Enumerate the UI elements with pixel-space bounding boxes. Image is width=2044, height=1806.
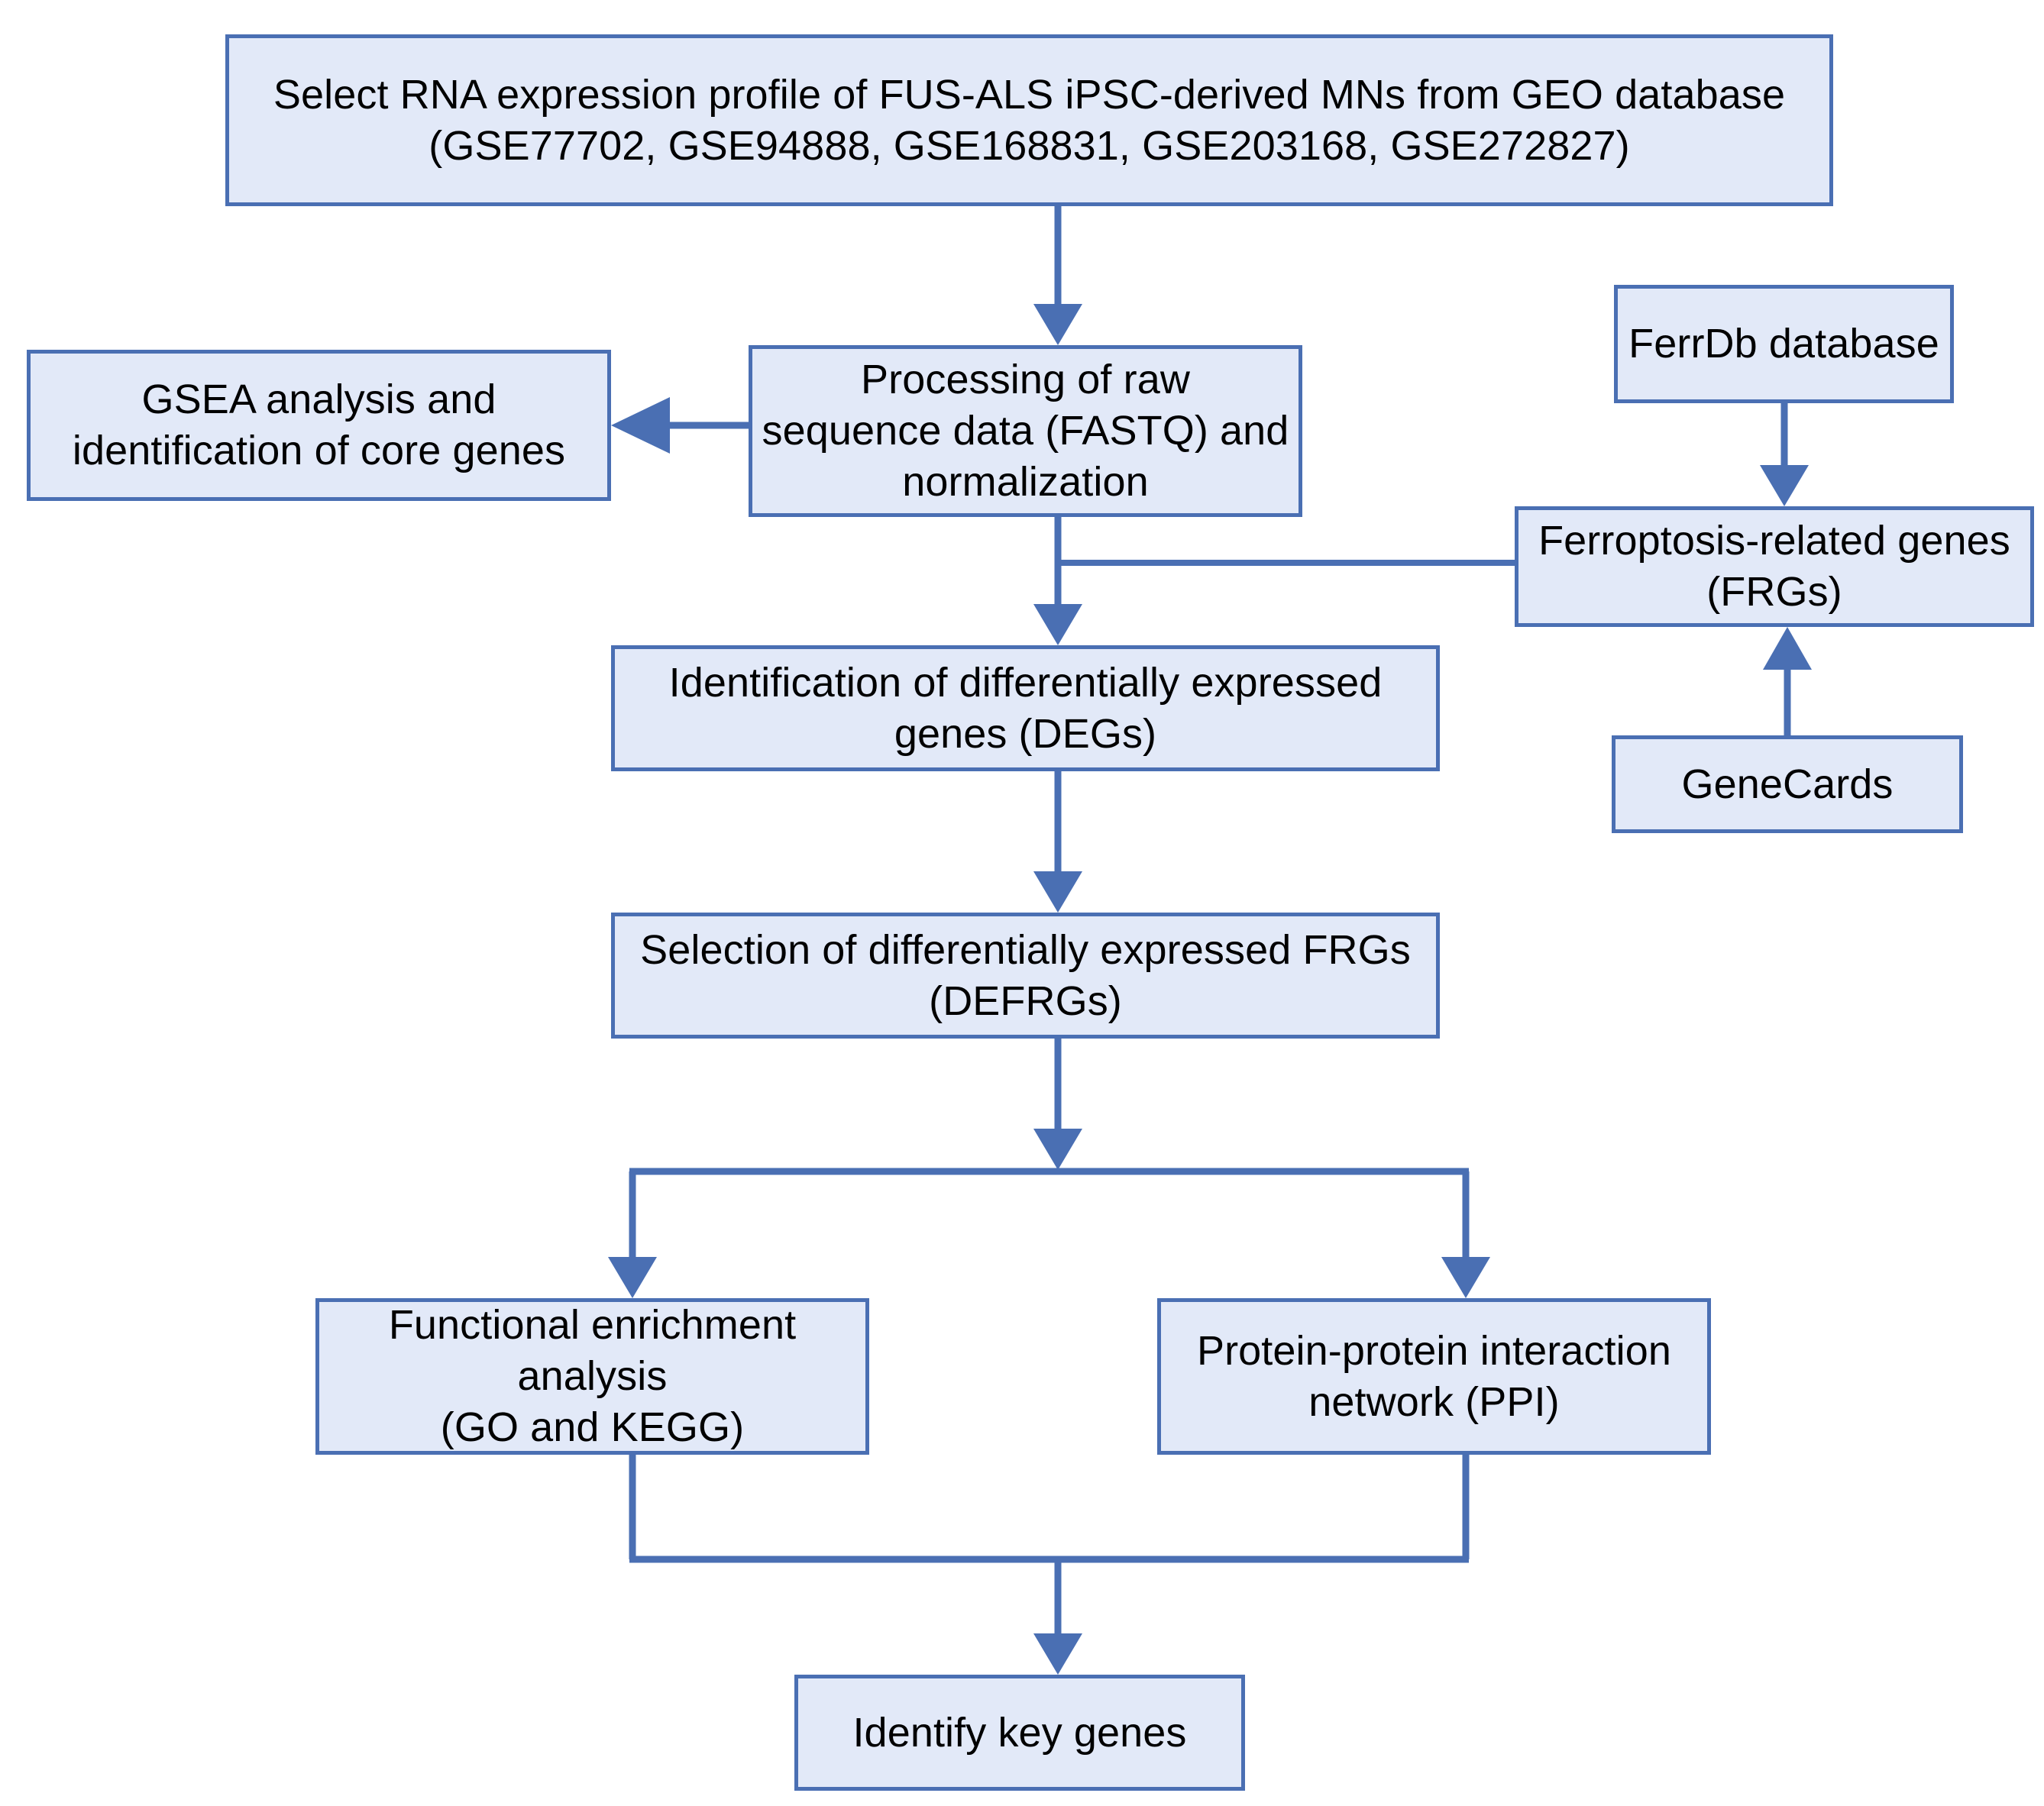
node-functional-enrichment[interactable]: Functional enrichment analysis (GO and K…: [315, 1298, 869, 1455]
node-degs[interactable]: Identification of differentially express…: [611, 645, 1440, 771]
node-raw-data-processing-label: Processing of raw sequence data (FASTQ) …: [762, 357, 1289, 505]
edge-ferrdb-to-frgs: [1760, 403, 1809, 506]
node-functional-enrichment-label: Functional enrichment analysis (GO and K…: [388, 1302, 797, 1450]
node-ppi-network[interactable]: Protein-protein interaction network (PPI…: [1157, 1298, 1711, 1455]
node-degs-label: Identification of differentially express…: [668, 659, 1383, 757]
node-defrgs[interactable]: Selection of differentially expressed FR…: [611, 913, 1440, 1039]
node-geo-selection[interactable]: Select RNA expression profile of FUS-ALS…: [225, 34, 1833, 206]
node-raw-data-processing[interactable]: Processing of raw sequence data (FASTQ) …: [749, 345, 1302, 517]
node-ferroptosis-related-genes[interactable]: Ferroptosis-related genes (FRGs): [1515, 506, 2034, 627]
edge-degs-to-defrgs: [1033, 771, 1082, 913]
node-ferrdb-database-label: FerrDb database: [1628, 321, 1939, 367]
node-ppi-network-label: Protein-protein interaction network (PPI…: [1196, 1327, 1672, 1425]
node-geo-selection-label: Select RNA expression profile of FUS-ALS…: [273, 71, 1786, 169]
node-ferrdb-database[interactable]: FerrDb database: [1614, 285, 1954, 403]
edge-geo-to-processing: [1033, 206, 1082, 345]
edge-genecards-to-frgs: [1763, 627, 1812, 735]
node-ferroptosis-related-genes-label: Ferroptosis-related genes (FRGs): [1538, 518, 2010, 615]
edge-processing-to-degs: [1033, 517, 1082, 645]
node-identify-key-genes[interactable]: Identify key genes: [794, 1675, 1245, 1791]
edge-defrgs-to-split-bus: [608, 1039, 1490, 1298]
node-gsea-analysis[interactable]: GSEA analysis and identification of core…: [27, 350, 611, 501]
node-defrgs-label: Selection of differentially expressed FR…: [640, 926, 1411, 1024]
edge-processing-to-gsea: [611, 397, 749, 454]
node-gsea-analysis-label: GSEA analysis and identification of core…: [72, 376, 566, 473]
node-genecards-label: GeneCards: [1681, 761, 1894, 807]
node-genecards[interactable]: GeneCards: [1612, 735, 1963, 833]
edge-merge-to-key-genes: [629, 1455, 1470, 1675]
node-identify-key-genes-label: Identify key genes: [852, 1709, 1187, 1756]
